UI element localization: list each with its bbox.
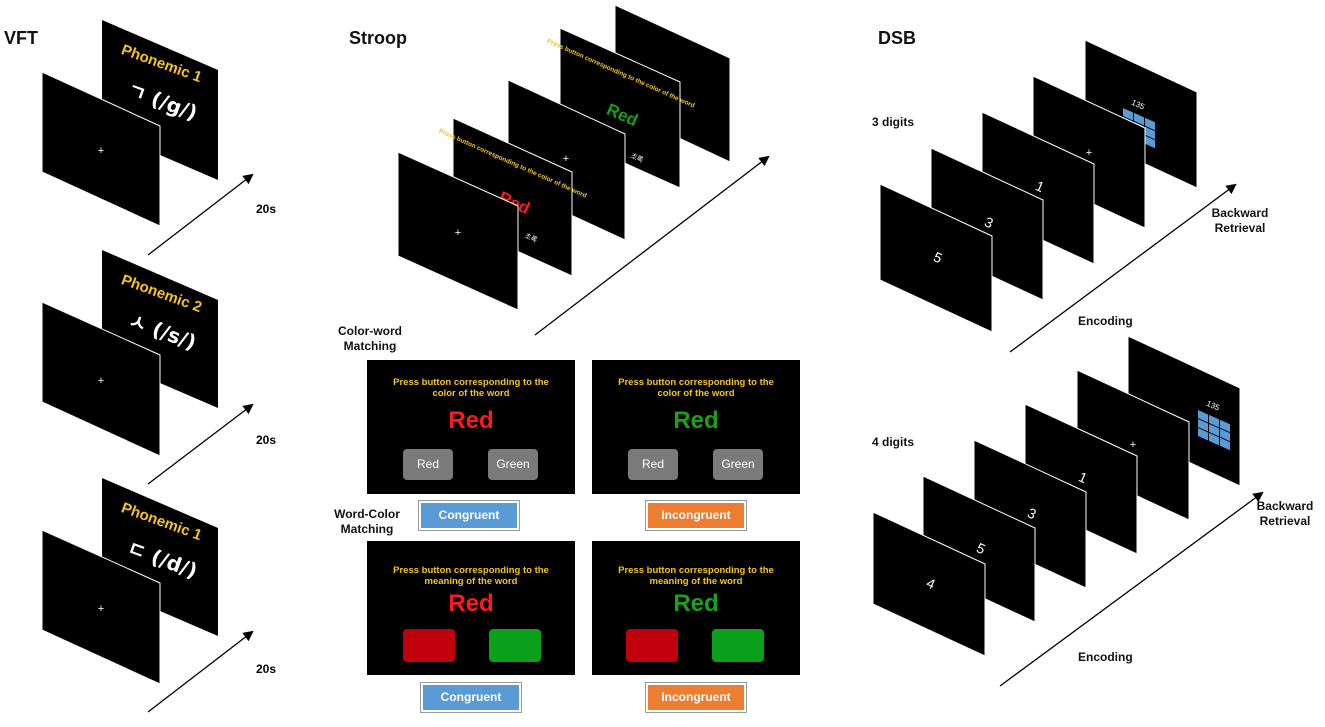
vft-fixation-screen [41,71,161,227]
incongruent-tag: Incongruent [645,682,747,713]
dsb-digit-screen [879,183,993,333]
dsb-heading: DSB [878,28,917,48]
stroop-timeline-arrow [534,155,770,336]
dsb-encoding-label: Encoding [1078,314,1133,328]
vft-timeline-arrow [147,403,254,485]
red-color-button[interactable] [626,629,678,662]
vft-trial-1: Phonemic 1 ㄱ (/g/) + 20s [41,20,276,256]
dsb-timeline-arrow [1009,183,1237,353]
red-button[interactable]: Red [628,449,678,480]
dsb-encoding-label: Encoding [1078,650,1133,664]
dsb-digit-screen [872,511,986,657]
panel-instruction: Press button corresponding to the meanin… [618,565,774,587]
stroop-panel-color-incongruent: Press button corresponding to the color … [592,360,800,494]
dsb-4-digits: 135 + 1 3 5 4 [872,335,1264,687]
vft-heading: VFT [4,28,38,48]
word-color-label: Word-Color Matching [334,507,400,536]
congruent-tag: Congruent [418,500,520,531]
vft-duration: 20s [256,662,276,676]
stroop-sequence: + Press button corresponding to the colo… [397,4,770,336]
vft-trial-2: Phonemic 2 ㅅ (/s/) + 20s [41,250,276,485]
panel-word: Red [448,590,494,617]
stroop-fixation-screen [397,151,519,311]
green-button[interactable]: Green [488,449,538,480]
panel-instruction: Press button corresponding to the color … [618,377,774,399]
stroop-heading: Stroop [349,28,407,48]
dsb-keypad-grid [1198,410,1230,451]
vft-fixation: + [98,375,104,387]
vft-timeline-arrow [147,173,254,256]
stroop-panel-meaning-congruent: Press button corresponding to the meanin… [367,541,575,675]
dsb-timeline-arrow [999,491,1264,687]
green-button[interactable]: Green [713,449,763,480]
green-color-button[interactable] [712,629,764,662]
stroop-stimulus-screen [559,27,681,189]
dsb-3-digits-label: 3 digits [872,115,915,129]
panel-word: Red [673,590,719,617]
congruent-tag: Congruent [420,682,522,713]
red-button[interactable]: Red [403,449,453,480]
panel-word: Red [448,407,494,434]
dsb-4-digits-label: 4 digits [872,435,915,449]
dsb-retrieval-label: Backward Retrieval [1211,206,1269,235]
vft-fixation-screen [41,529,161,685]
panel-instruction: Press button corresponding to the color … [393,377,549,399]
vft-fixation: + [98,145,104,157]
stroop-panel-color-congruent: Press button corresponding to the color … [367,360,575,494]
green-color-button[interactable] [489,629,541,662]
vft-fixation-screen [41,301,161,457]
vft-trial-3: Phonemic 1 ㄷ (/d/) + 20s [41,478,276,713]
dsb-fixation: + [1130,439,1136,451]
dsb-3-digits: 135 + 1 3 5 [879,39,1237,353]
red-color-button[interactable] [403,629,455,662]
dsb-retrieval-label: Backward Retrieval [1256,499,1314,528]
vft-duration: 20s [256,202,276,216]
vft-timeline-arrow [147,630,254,713]
dsb-fixation: + [1086,147,1092,159]
incongruent-tag: Incongruent [645,500,747,531]
stroop-fixation: + [563,153,569,165]
color-word-label: Color-word Matching [338,324,402,353]
panel-instruction: Press button corresponding to the meanin… [393,565,549,587]
stroop-fixation: + [455,227,461,239]
vft-duration: 20s [256,433,276,447]
vft-fixation: + [98,603,104,615]
panel-word: Red [673,407,719,434]
stroop-panel-meaning-incongruent: Press button corresponding to the meanin… [592,541,800,675]
